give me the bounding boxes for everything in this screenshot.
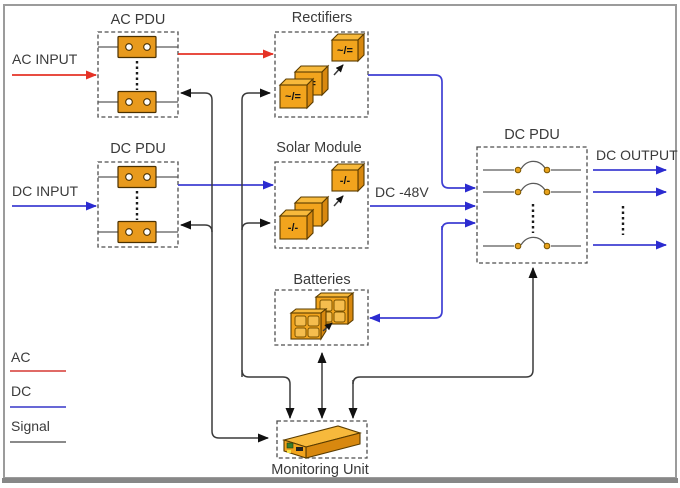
bus-to-dc-pdu-line — [441, 218, 476, 231]
monitoring-unit-label: Monitoring Unit — [271, 462, 369, 478]
svg-text:~/=: ~/= — [337, 45, 353, 57]
signal-to-monitoring-left-line — [211, 430, 269, 443]
dc-pdu-right-box — [476, 146, 588, 264]
stack-arrow-icon — [322, 322, 333, 332]
solar-module-node: Solar Module -/- -/- -/- — [274, 140, 369, 249]
rectifiers-label: Rectifiers — [292, 10, 352, 26]
switch-icon — [483, 160, 581, 174]
battery-pack-icon — [289, 307, 328, 341]
svg-text:-/-: -/- — [340, 175, 351, 187]
solar-converter-icon: -/- — [330, 162, 366, 193]
signal-to-monitoring-line — [241, 369, 295, 419]
bus-voltage-label: DC -48V — [375, 184, 429, 200]
signal-to-dc-pdu-left-line — [180, 220, 213, 233]
monitoring-unit-node: Monitoring Unit — [271, 420, 369, 478]
legend-signal-label: Signal — [11, 418, 50, 434]
batteries-node: Batteries — [274, 272, 369, 346]
svg-text:~/=: ~/= — [285, 91, 301, 103]
solar-module-label: Solar Module — [276, 140, 361, 156]
switch-icon — [483, 236, 581, 250]
rectifier-module-icon: ~/= — [278, 77, 315, 110]
dc-pdu-left-label: DC PDU — [110, 141, 166, 157]
dc-input-label: DC INPUT — [12, 183, 79, 199]
rectifiers-node: Rectifiers ~/= ~/= ~/= — [274, 10, 369, 118]
dc-pdu-left-box — [97, 161, 179, 248]
ac-pdu-node: AC PDU — [97, 12, 179, 118]
switch-icon — [483, 182, 581, 196]
bus-to-batteries-line — [369, 226, 443, 323]
dc-output-label: DC OUTPUT — [596, 147, 678, 163]
rectifiers-to-dc-pdu-line — [368, 74, 476, 193]
solar-module-box — [274, 161, 369, 249]
rectifier-module-icon: ~/= — [330, 32, 366, 63]
ac-pdu-label: AC PDU — [111, 12, 166, 28]
ac-input-label: AC INPUT — [12, 51, 78, 67]
breaker-icon — [98, 35, 178, 59]
signal-to-solar-line — [241, 218, 271, 231]
monitoring-unit-box — [276, 420, 368, 459]
signal-to-ac-pdu-line — [180, 88, 213, 101]
page-border — [3, 4, 677, 479]
legend-dc-label: DC — [11, 383, 31, 399]
monitoring-device-icon — [282, 425, 362, 459]
stack-arrow-icon — [333, 195, 344, 207]
breaker-icon — [98, 220, 178, 244]
batteries-box — [274, 289, 369, 346]
dc-pdu-right-label: DC PDU — [504, 127, 560, 143]
legend: AC DC Signal — [10, 349, 66, 443]
breaker-icon — [98, 90, 178, 114]
ac-pdu-box — [97, 31, 179, 118]
breaker-icon — [98, 165, 178, 189]
stack-arrow-icon — [333, 64, 344, 76]
svg-text:-/-: -/- — [288, 222, 299, 234]
dc-pdu-right-node: DC PDU — [476, 127, 588, 264]
legend-ac-label: AC — [11, 349, 30, 365]
solar-converter-icon: -/- — [278, 208, 315, 241]
dc-pdu-left-node: DC PDU — [97, 141, 179, 248]
signal-to-rectifiers-line — [241, 88, 271, 377]
page-border-bottom — [2, 478, 678, 483]
batteries-label: Batteries — [293, 272, 350, 288]
signal-to-dc-pdu-right-line — [352, 267, 538, 385]
